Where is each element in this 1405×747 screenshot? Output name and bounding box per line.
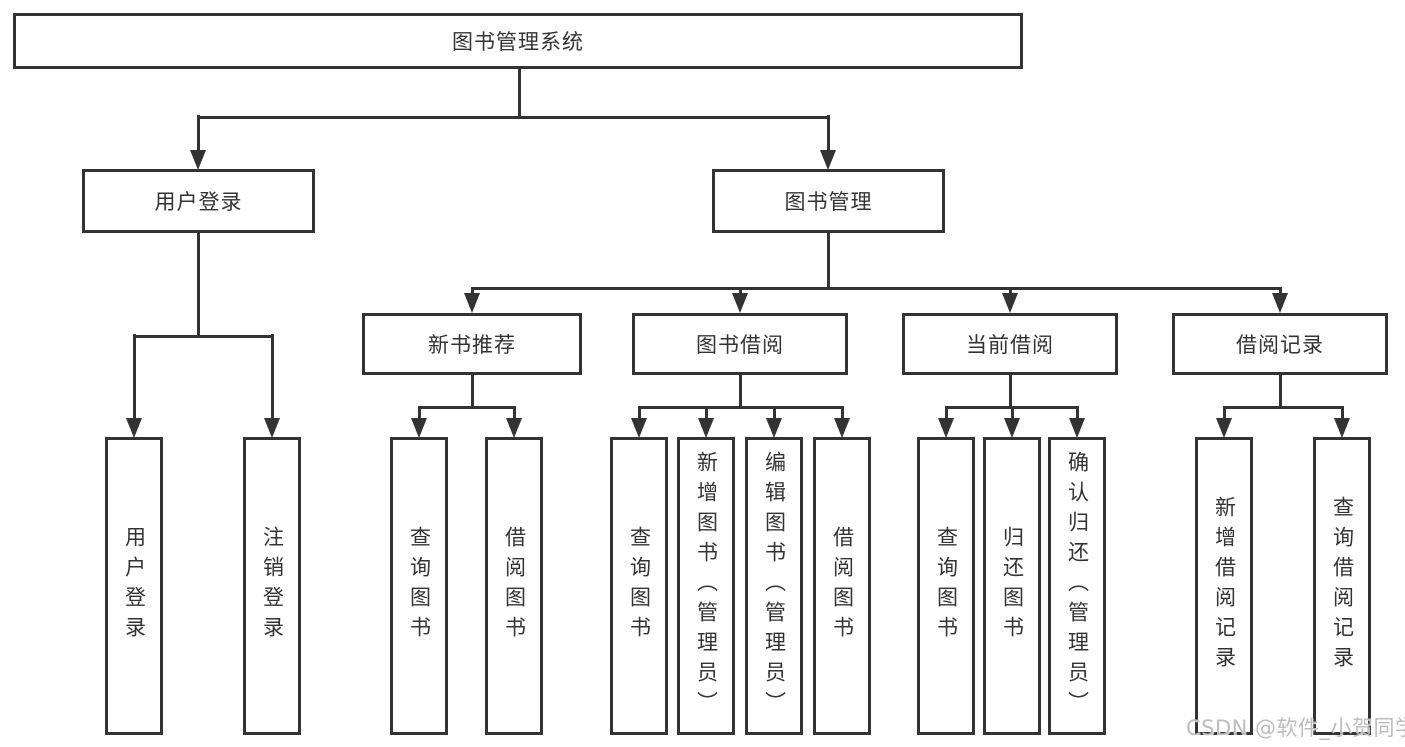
connector-vline (944, 406, 948, 421)
node-leaf-edit-books-admin: 编辑图书（管理员） (745, 437, 803, 735)
node-library-system: 图书管理系统 (13, 13, 1023, 69)
node-new-book-recommend: 新书推荐 (362, 313, 582, 375)
csdn-watermark: CSDN @软件_小贺同学 (1186, 716, 1405, 740)
node-label: 确认归还（管理员） (1065, 451, 1090, 721)
connector-vline (196, 115, 200, 153)
connector-vline (826, 230, 830, 290)
node-current-borrowing: 当前借阅 (902, 313, 1118, 375)
node-leaf-confirm-return-admin: 确认归还（管理员） (1048, 437, 1106, 735)
connector-arrowhead (464, 293, 480, 313)
connector-hline (196, 115, 830, 119)
node-user-login: 用户登录 (82, 169, 315, 233)
node-borrowing-records: 借阅记录 (1172, 313, 1388, 375)
connector-arrowhead (938, 418, 954, 438)
connector-vline (196, 230, 200, 337)
connector-arrowhead (1002, 293, 1018, 313)
connector-vline (1278, 372, 1282, 409)
node-label: 查询图书 (934, 526, 959, 646)
connector-vline (1008, 287, 1012, 297)
connector-arrowhead (1069, 418, 1085, 438)
node-label: 借阅图书 (830, 526, 855, 646)
connector-vline (1010, 406, 1014, 421)
node-label: 图书管理 (784, 190, 873, 214)
node-label: 新增图书（管理员） (694, 451, 719, 721)
connector-arrowhead (190, 150, 206, 170)
node-leaf-add-books-admin: 新增图书（管理员） (677, 437, 735, 735)
connector-arrowhead (506, 418, 522, 438)
node-label: 查询图书 (627, 526, 652, 646)
connector-vline (1340, 406, 1344, 421)
node-leaf-borrow-books-2: 借阅图书 (813, 437, 871, 735)
connector-vline (637, 406, 641, 421)
node-leaf-return-books: 归还图书 (983, 437, 1041, 735)
connector-arrowhead (1004, 418, 1020, 438)
connector-arrowhead (264, 418, 280, 438)
node-label: 用户登录 (122, 526, 147, 646)
connector-arrowhead (1216, 418, 1232, 438)
node-label: 当前借阅 (966, 333, 1054, 357)
connector-arrowhead (732, 293, 748, 313)
connector-vline (840, 406, 844, 421)
node-label: 注销登录 (260, 526, 285, 646)
connector-vline (1008, 372, 1012, 409)
connector-vline (1075, 406, 1079, 421)
node-leaf-user-login: 用户登录 (105, 437, 163, 735)
connector-hline (417, 405, 516, 409)
connector-hline (132, 334, 274, 338)
connector-arrowhead (126, 418, 142, 438)
node-label: 用户登录 (154, 190, 243, 214)
connector-arrowhead (631, 418, 647, 438)
node-label: 编辑图书（管理员） (762, 451, 787, 721)
connector-vline (738, 287, 742, 297)
node-leaf-query-borrow-record: 查询借阅记录 (1313, 437, 1371, 735)
connector-vline (512, 406, 516, 421)
connector-arrowhead (834, 418, 850, 438)
connector-hline (944, 405, 1079, 409)
connector-vline (1222, 406, 1226, 421)
node-leaf-query-books-3: 查询图书 (917, 437, 975, 735)
connector-vline (270, 334, 274, 421)
connector-arrowhead (411, 418, 427, 438)
connector-vline (704, 406, 708, 421)
connector-vline (517, 66, 521, 118)
node-leaf-add-borrow-record: 新增借阅记录 (1195, 437, 1253, 735)
connector-vline (470, 372, 474, 409)
connector-vline (132, 334, 136, 421)
node-label: 新书推荐 (428, 333, 516, 357)
node-label: 图书管理系统 (452, 30, 584, 54)
connector-arrowhead (820, 150, 836, 170)
node-label: 借阅图书 (502, 526, 527, 646)
connector-arrowhead (698, 418, 714, 438)
connector-vline (1278, 287, 1282, 297)
connector-vline (738, 372, 742, 409)
connector-vline (826, 115, 830, 153)
connector-hline (470, 286, 1282, 290)
connector-arrowhead (1334, 418, 1350, 438)
node-leaf-query-books-1: 查询图书 (390, 437, 448, 735)
node-label: 借阅记录 (1236, 333, 1324, 357)
node-book-borrowing: 图书借阅 (632, 313, 848, 375)
connector-hline (637, 405, 844, 409)
node-label: 查询图书 (407, 526, 432, 646)
connector-vline (470, 287, 474, 297)
node-label: 新增借阅记录 (1212, 496, 1237, 676)
node-label: 查询借阅记录 (1330, 496, 1355, 676)
node-leaf-logout: 注销登录 (243, 437, 301, 735)
node-leaf-borrow-books-1: 借阅图书 (485, 437, 543, 735)
connector-arrowhead (766, 418, 782, 438)
connector-vline (772, 406, 776, 421)
node-label: 图书借阅 (696, 333, 784, 357)
node-label: 归还图书 (1000, 526, 1025, 646)
connector-vline (417, 406, 421, 421)
connector-arrowhead (1272, 293, 1288, 313)
node-book-management: 图书管理 (712, 169, 945, 233)
node-leaf-query-books-2: 查询图书 (610, 437, 668, 735)
connector-hline (1222, 405, 1344, 409)
